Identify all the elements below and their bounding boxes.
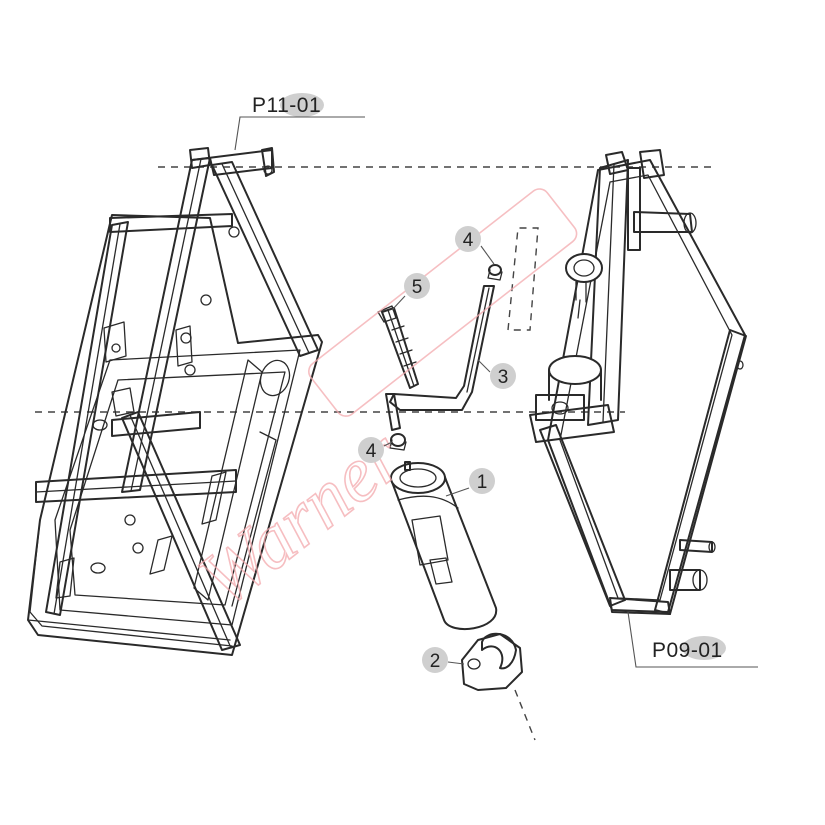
- ref-label-top-left-text: P11-01: [252, 94, 321, 117]
- watermark-text: Warner: [182, 411, 418, 622]
- callout-3: 3: [477, 359, 516, 389]
- frame-assembly: [27, 147, 323, 656]
- callout-5-label: 5: [412, 277, 423, 298]
- callout-4-bottom-label: 4: [366, 441, 377, 462]
- radiator-assembly: [529, 149, 747, 615]
- callout-2: 2: [422, 647, 465, 673]
- callout-5: 5: [391, 273, 430, 311]
- callout-1: 1: [445, 468, 495, 497]
- callout-1-label: 1: [477, 472, 488, 493]
- callout-4-top-label: 4: [463, 230, 474, 251]
- ref-label-top-left: P11-01: [234, 93, 365, 151]
- part-4-clamp-top: [487, 264, 503, 281]
- part-1-reservoir: [390, 461, 498, 631]
- part-2-bracket: [461, 632, 523, 691]
- callout-2-label: 2: [430, 651, 441, 672]
- callout-4-bottom: 4: [358, 437, 393, 463]
- part-4-clamp-bottom: [389, 433, 407, 451]
- ref-label-bottom-right-text: P09-01: [652, 639, 723, 662]
- alignment-lines: [35, 166, 712, 741]
- part-3-hose: [385, 285, 495, 431]
- callout-3-label: 3: [498, 367, 509, 388]
- part-5-tie-strap: [377, 305, 419, 389]
- ref-label-bottom-right: P09-01: [627, 611, 758, 668]
- callout-4-top: 4: [455, 226, 495, 265]
